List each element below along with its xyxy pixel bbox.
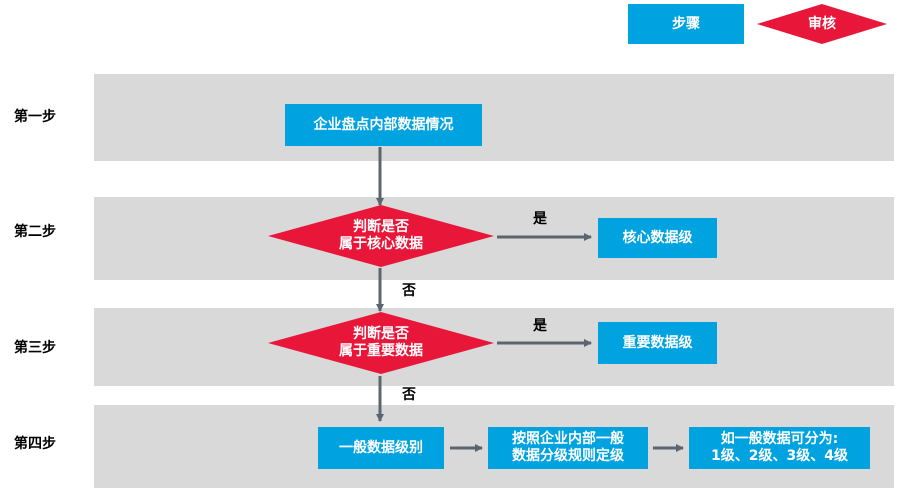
start-node-label: 企业盘点内部数据情况 (313, 116, 454, 133)
rule-line1: 按照企业内部一般 (512, 431, 624, 447)
start-node: 企业盘点内部数据情况 (285, 104, 482, 146)
step-label-1: 第一步 (14, 109, 56, 125)
core-data-label: 核心数据级 (622, 229, 693, 246)
core-data-node: 核心数据级 (598, 218, 717, 258)
rule-line2: 数据分级规则定级 (512, 448, 624, 464)
edge-label-no-1: 否 (402, 283, 416, 299)
levels-line1: 如一般数据可分为: (720, 431, 839, 447)
decision-important-shape (268, 312, 494, 374)
legend-step-label: 步骤 (672, 15, 700, 32)
important-data-label: 重要数据级 (622, 334, 693, 351)
legend-step-box: 步骤 (628, 4, 744, 44)
decision-important-line2: 属于重要数据 (339, 343, 423, 359)
step-band-3 (94, 308, 894, 386)
general-data-node: 一般数据级别 (318, 427, 444, 469)
decision-core-diamond: 判断是否 属于核心数据 (268, 205, 494, 267)
step-label-2: 第二步 (14, 224, 56, 240)
decision-core-line1: 判断是否 (353, 219, 409, 235)
legend-diamond-shape (757, 4, 887, 44)
rule-node: 按照企业内部一般 数据分级规则定级 (488, 427, 648, 469)
step-band-2 (94, 197, 894, 280)
decision-core-line2: 属于核心数据 (339, 236, 423, 252)
step-label-4: 第四步 (14, 436, 56, 452)
important-data-node: 重要数据级 (598, 322, 717, 364)
legend-review-label: 审核 (808, 15, 836, 32)
edge-label-yes-2: 是 (533, 318, 547, 334)
edge-label-yes-1: 是 (533, 211, 547, 227)
legend-review-diamond: 审核 (757, 4, 887, 44)
general-data-label: 一般数据级别 (339, 439, 423, 456)
step-band-1 (94, 74, 894, 161)
decision-important-line1: 判断是否 (353, 326, 409, 342)
decision-important-diamond: 判断是否 属于重要数据 (268, 312, 494, 374)
step-label-3: 第三步 (14, 340, 56, 356)
levels-node: 如一般数据可分为: 1级、2级、3级、4级 (689, 427, 870, 469)
edge-label-no-2: 否 (402, 387, 416, 403)
decision-core-shape (268, 205, 494, 267)
levels-line2: 1级、2级、3级、4级 (711, 448, 848, 464)
